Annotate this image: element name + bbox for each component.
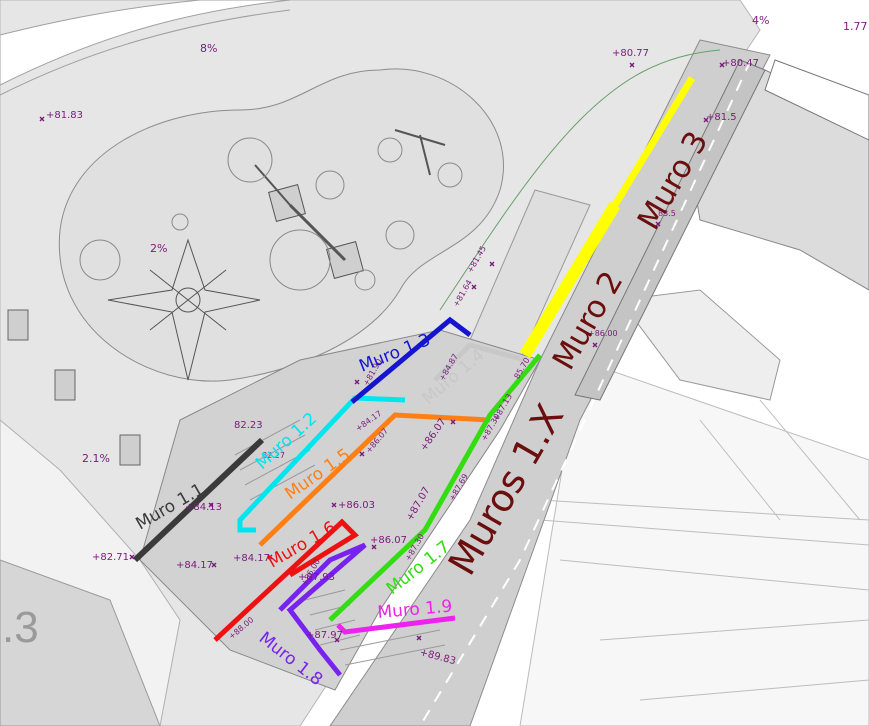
- elev-82-27: 82.27: [262, 451, 285, 460]
- elev-82-71: +82.71: [92, 552, 129, 563]
- muro-1-3-line: [350, 316, 472, 404]
- slope-1-77: 1.77: [843, 20, 868, 33]
- elev-82-23: 82.23: [234, 420, 263, 431]
- elev-87-93: +87.93: [298, 572, 335, 583]
- rail-lines: [539, 399, 869, 701]
- playground-area: [58, 68, 504, 382]
- benches: [7, 309, 141, 466]
- elev-84-17-c: +84.17: [233, 553, 270, 564]
- play-structure-tower: [254, 164, 364, 279]
- road-centerline: [419, 39, 761, 726]
- stair-plaza: [139, 329, 541, 691]
- muro-3-line: [609, 76, 695, 212]
- muro-1-4-line: [433, 342, 526, 382]
- elev-83-5: 83.5: [658, 209, 676, 218]
- upper-curve: [439, 49, 721, 311]
- elev-81-83: +81.83: [46, 110, 83, 121]
- slope-2: 2%: [150, 242, 167, 255]
- elev-86-07-c: +86.07: [370, 535, 407, 546]
- right-lower-area: [519, 359, 869, 726]
- zone-label: .3: [2, 603, 39, 652]
- slope-8: 8%: [200, 42, 217, 55]
- play-circles: [79, 129, 463, 291]
- muro-1-1-line: [132, 437, 265, 563]
- road-stairs: [574, 59, 766, 401]
- elev-84-17-b: +84.17: [176, 560, 213, 571]
- elev-84-13: +84.13: [185, 502, 222, 513]
- road-edge-line: [0, 9, 291, 96]
- muro-1-7-line: [328, 353, 542, 622]
- elev-81-5: +81.5: [706, 112, 737, 123]
- stair-treads: [234, 419, 446, 666]
- elevation-markers: [39, 62, 725, 643]
- elev-86-00: +86.00: [588, 329, 618, 338]
- elev-80-47: +80.47: [722, 58, 759, 69]
- left-building: [0, 559, 161, 726]
- curved-road: [0, 0, 291, 86]
- slope-4: 4%: [752, 14, 769, 27]
- muro-1-5-line: [258, 412, 491, 547]
- elev-87-97: +87.97: [306, 630, 343, 641]
- muro-1-6-line: [213, 518, 360, 642]
- elev-86-03: +86.03: [338, 500, 375, 511]
- muro-2-line: [519, 201, 621, 359]
- play-structure-star: [107, 238, 261, 381]
- muro-1-2-line: [237, 395, 406, 533]
- elev-80-77: +80.77: [612, 48, 649, 59]
- muro-1-8-line: [278, 542, 367, 677]
- right-building-mid: [619, 289, 781, 401]
- right-building-white: [764, 59, 869, 141]
- slope-2-1: 2.1%: [82, 452, 110, 465]
- muro-1-9-line: [336, 615, 456, 635]
